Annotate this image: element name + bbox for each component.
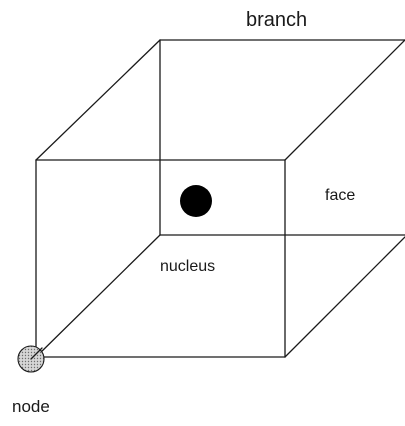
nucleus-dot xyxy=(180,185,212,217)
top-right-connecting-edge xyxy=(284,39,405,161)
face-label: face xyxy=(325,187,356,204)
branch-label: branch xyxy=(246,9,308,31)
nucleus-label: nucleus xyxy=(160,258,216,275)
top-left-connecting-edge xyxy=(35,39,161,161)
bottom-left-connecting-edge xyxy=(35,234,161,358)
bottom-right-connecting-edge xyxy=(284,236,405,358)
node-branch-stub xyxy=(30,347,43,360)
node-label: node xyxy=(12,397,50,416)
